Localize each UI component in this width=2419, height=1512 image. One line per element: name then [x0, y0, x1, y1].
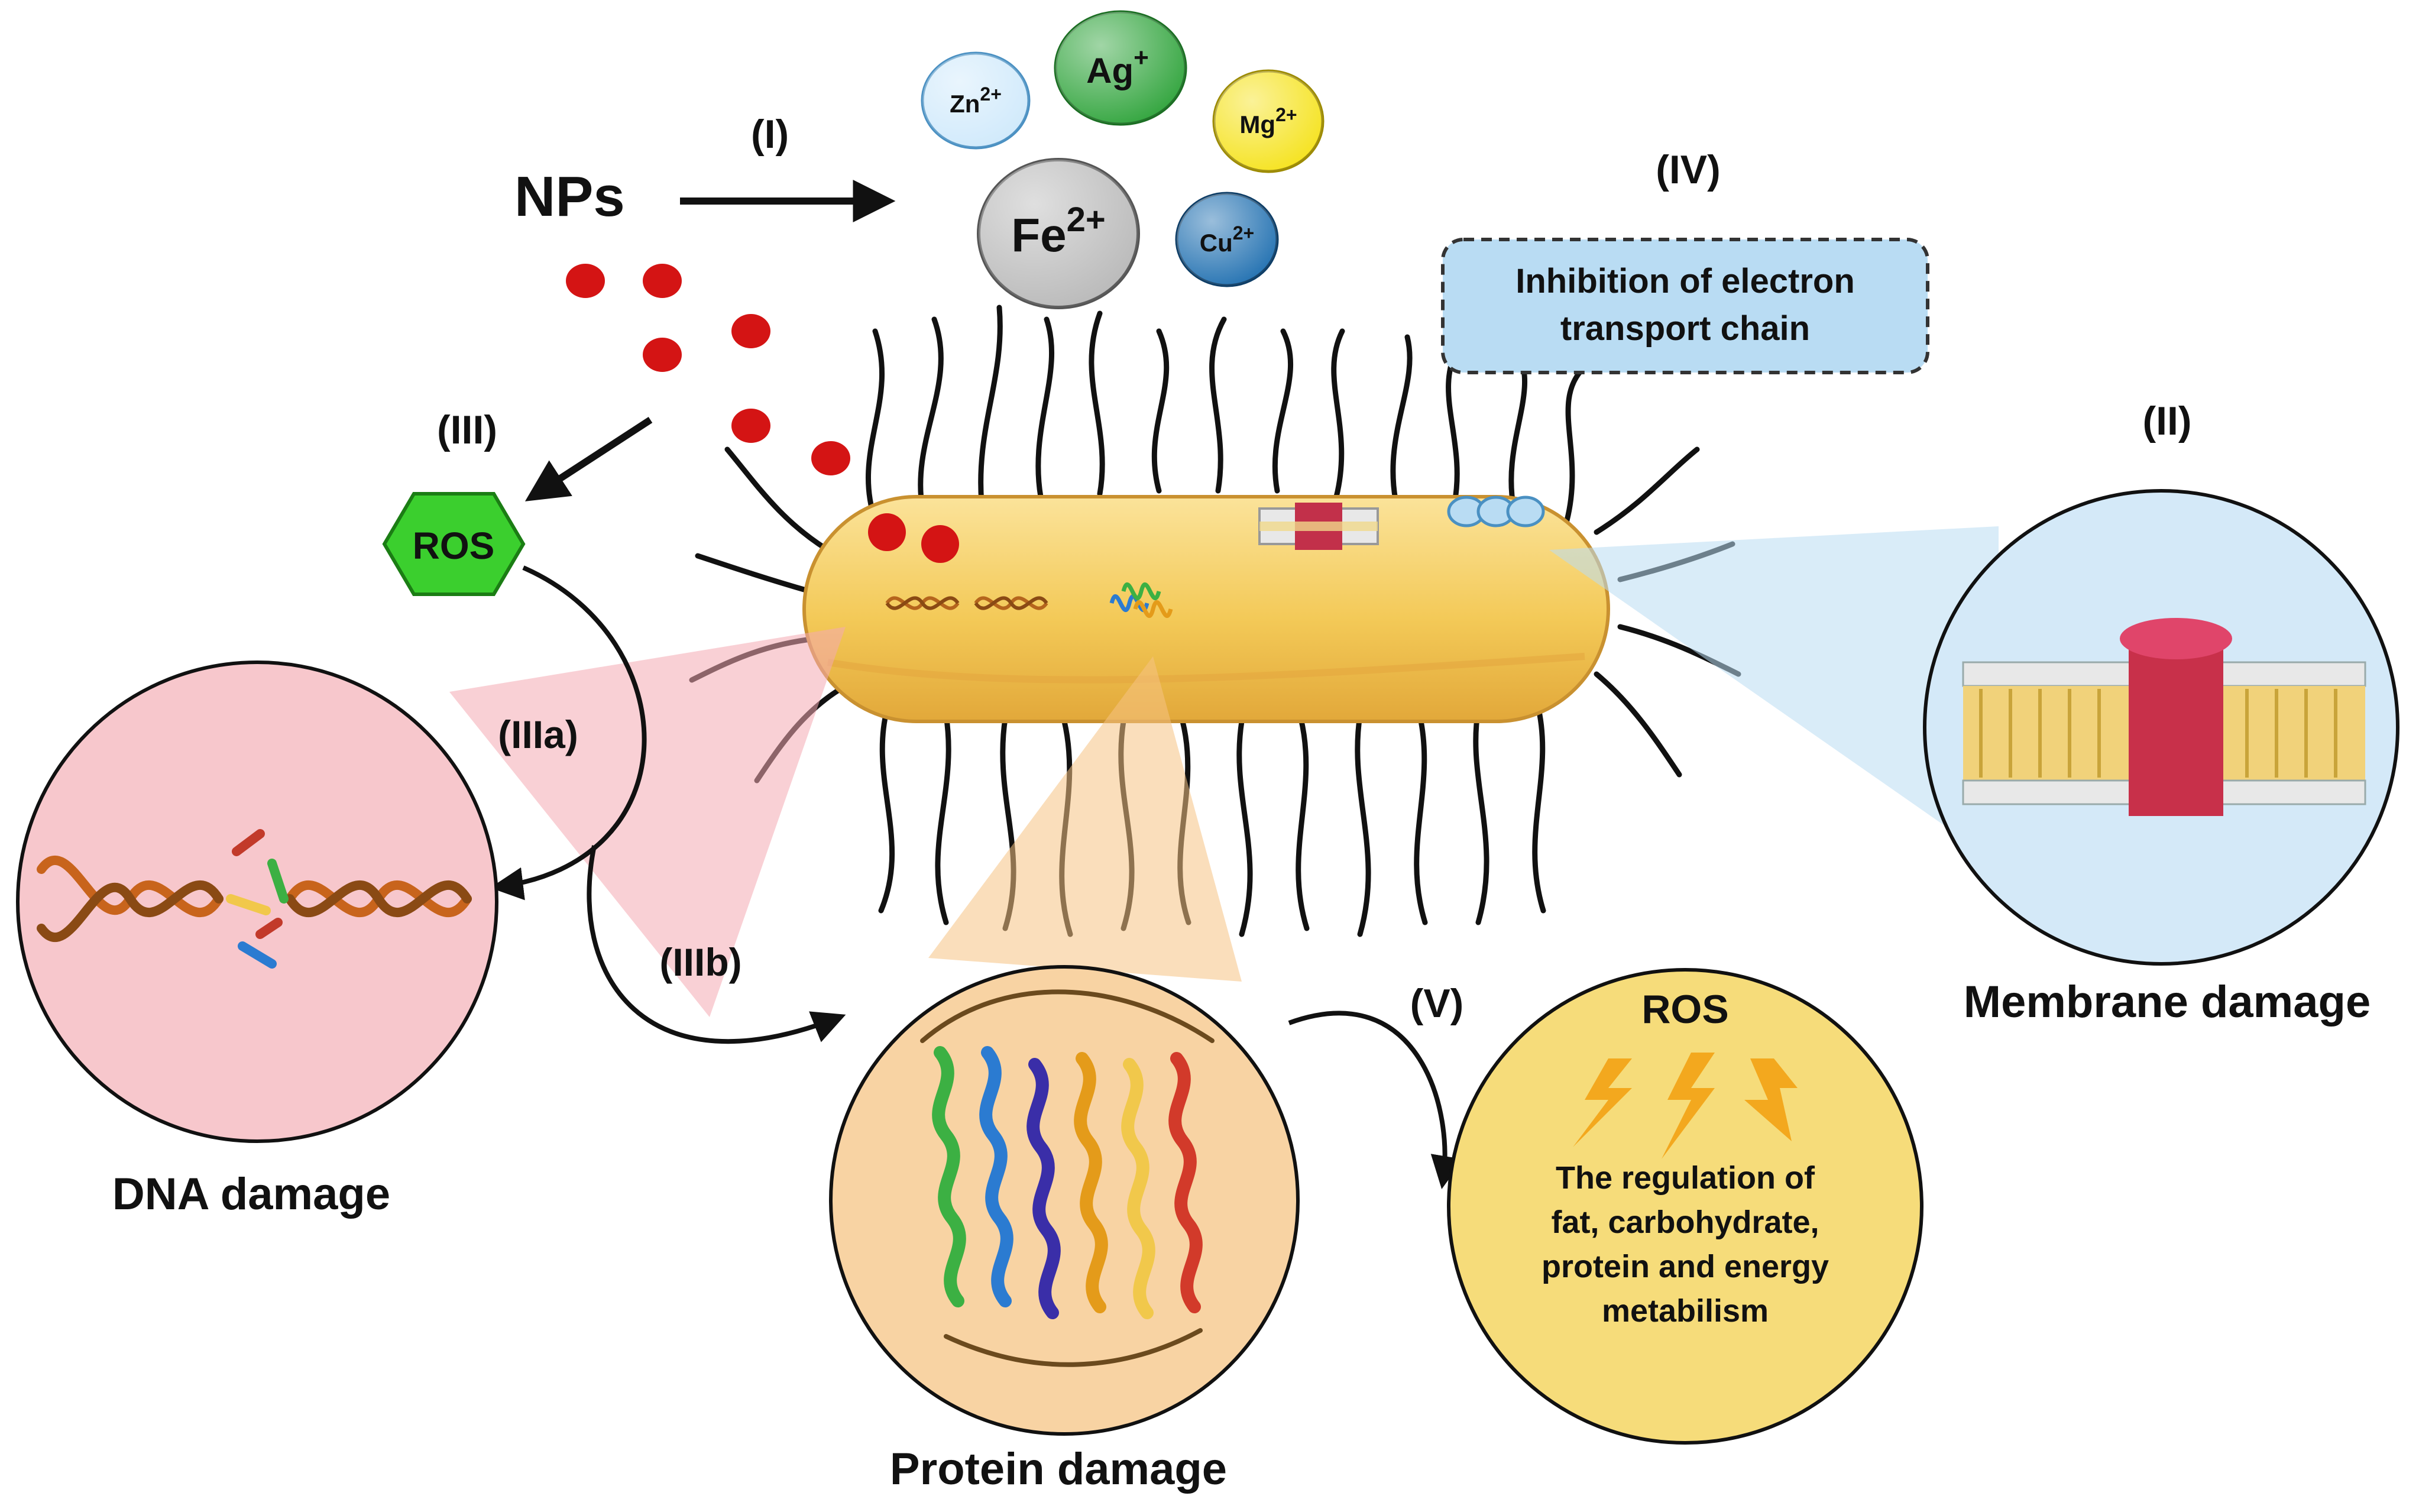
internal-nanoparticle	[921, 525, 959, 563]
cu-ion: Cu2+	[1175, 192, 1279, 287]
dna-damage-label: DNA damage	[112, 1169, 390, 1219]
ros-generation-arrow	[524, 416, 653, 501]
step-iii-label: (III)	[437, 407, 497, 452]
svg-text:Ag+: Ag+	[1086, 43, 1149, 90]
metabolism-line2: fat, carbohydrate,	[1551, 1205, 1819, 1240]
step-iv-label: (IV)	[1656, 147, 1721, 192]
membrane-channel-icon	[1258, 503, 1379, 550]
svg-text:Fe2+: Fe2+	[1011, 200, 1106, 261]
cell-body	[802, 495, 1610, 723]
bacterial-cell	[802, 495, 1610, 723]
ag-ion: Ag+	[1054, 10, 1187, 126]
dna-icon	[885, 596, 1048, 610]
lightning-icons	[1573, 1053, 1798, 1159]
ros-hexagon-label: ROS	[413, 524, 495, 567]
protein-structure-icon	[920, 989, 1215, 1367]
etc-box-line2: transport chain	[1560, 309, 1810, 348]
etc-box-line1: Inhibition of electron	[1515, 262, 1855, 300]
metabolism-line4: metabilism	[1602, 1293, 1769, 1329]
membrane-pore	[2129, 639, 2223, 816]
internal-nanoparticle	[868, 513, 906, 551]
protein-zoom-cone	[928, 656, 1242, 982]
etc-inhibition-box: Inhibition of electron transport chain	[1441, 238, 1929, 374]
nps-label: NPs	[514, 165, 625, 228]
svg-text:Cu2+: Cu2+	[1200, 222, 1254, 257]
fe-ion: Fe2+	[977, 158, 1140, 309]
lightning-icon	[1573, 1058, 1632, 1147]
dna-damage-circle	[16, 661, 498, 1143]
membrane-damage-label: Membrane damage	[1964, 977, 2371, 1027]
metabolism-title: ROS	[1641, 987, 1728, 1032]
lipid-bilayer-icon	[1962, 618, 2366, 816]
ros-hexagon: ROS	[382, 492, 526, 596]
metabolism-line3: protein and energy	[1542, 1249, 1829, 1284]
svg-text:Zn2+: Zn2+	[950, 83, 1002, 118]
lightning-icon	[1662, 1053, 1715, 1159]
step-v-label: (V)	[1410, 981, 1464, 1026]
v-arrow	[1288, 1011, 1463, 1190]
metal-ions: Zn2+ Ag+ Mg2+ Fe2+ Cu2+	[921, 10, 1325, 309]
broken-dna-icon	[37, 829, 472, 969]
protein-damage-label: Protein damage	[890, 1444, 1227, 1494]
lightning-icon	[1744, 1058, 1798, 1141]
zn-ion: Zn2+	[921, 51, 1031, 150]
free-nanoparticles	[566, 264, 850, 475]
step-i-label: (I)	[751, 112, 789, 157]
iiib-arrow	[587, 845, 846, 1044]
step-iiib-label: (IIIb)	[659, 940, 741, 984]
protein-damage-circle	[829, 965, 1300, 1436]
svg-text:Mg2+: Mg2+	[1239, 104, 1297, 138]
electron-transport-proteins	[1447, 496, 1545, 527]
iiia-arrow	[490, 565, 647, 901]
dna-zoom-cone	[449, 627, 846, 1017]
protein-icon	[1109, 582, 1173, 618]
membrane-zoom-cone	[1549, 526, 1999, 863]
metabolism-line1: The regulation of	[1556, 1160, 1815, 1196]
step-iiia-label: (IIIa)	[498, 713, 578, 756]
metabolism-ros-circle: ROS The regulation of fat, carbohydrate,…	[1447, 968, 1923, 1445]
mg-ion: Mg2+	[1212, 69, 1325, 173]
membrane-damage-circle	[1923, 489, 2399, 966]
step-ii-label: (II)	[2142, 399, 2191, 443]
